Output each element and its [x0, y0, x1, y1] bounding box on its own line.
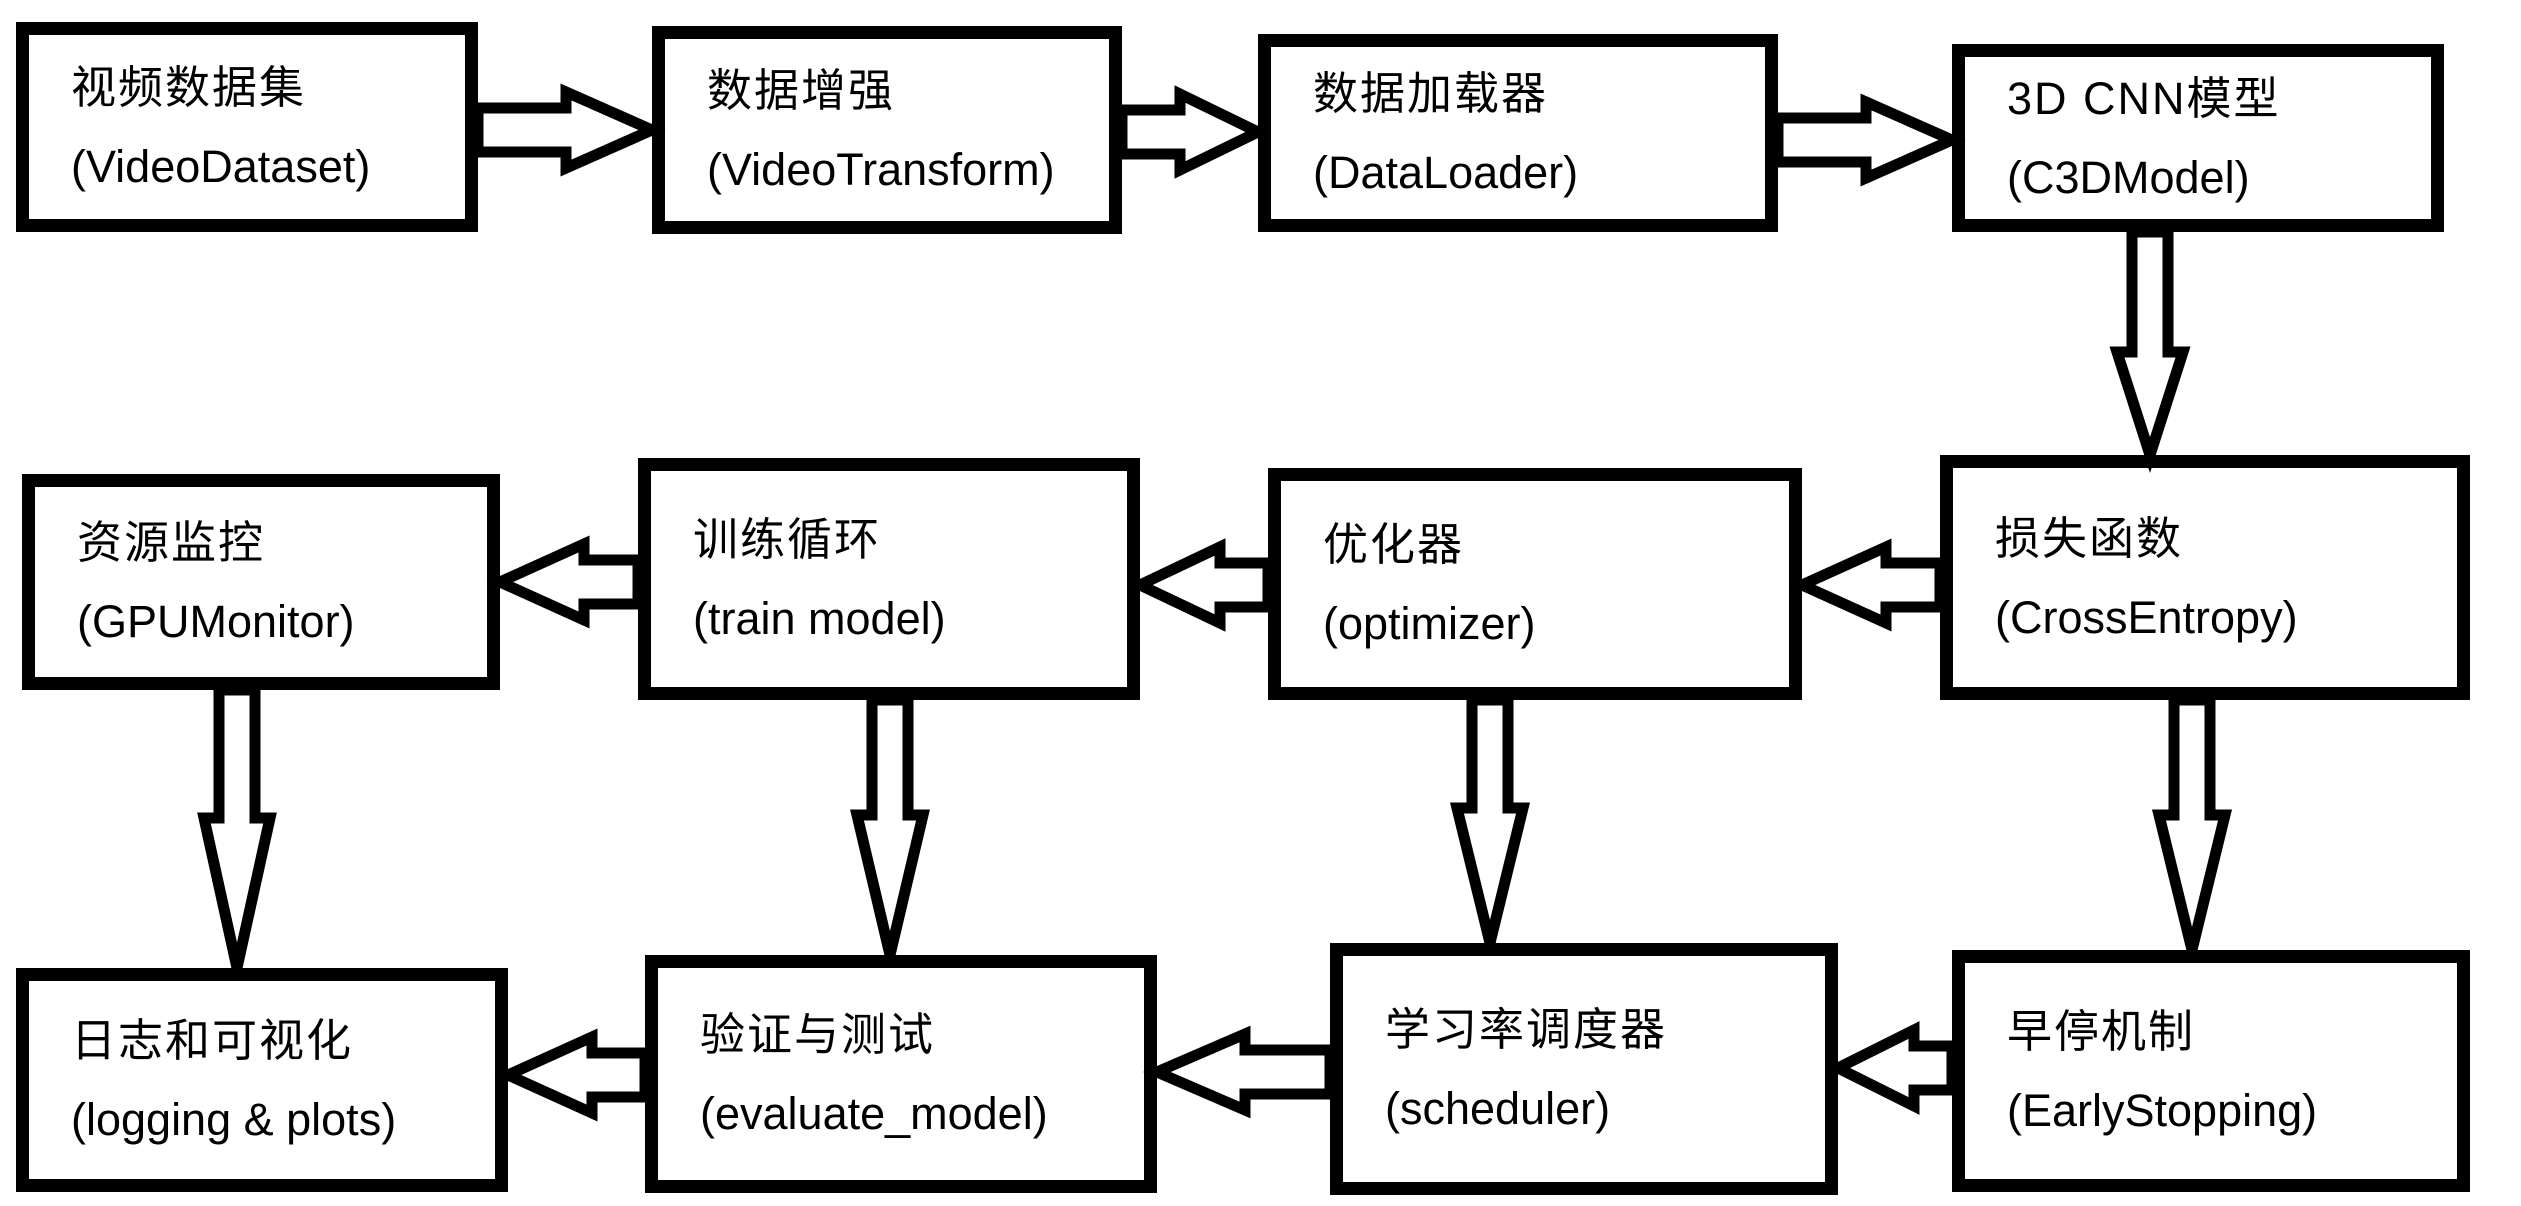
node-label-zh: 学习率调度器 — [1385, 1004, 1668, 1055]
node-label-en: (train model) — [693, 593, 946, 644]
arrow-optimizer-to-train-icon — [1127, 538, 1274, 632]
node-label-zh: 数据加载器 — [1313, 68, 1549, 119]
node-label-zh: 日志和可视化 — [71, 1015, 354, 1066]
node-early-stopping: 早停机制 (EarlyStopping) — [1952, 950, 2470, 1192]
node-label-en: (scheduler) — [1385, 1083, 1611, 1134]
arrow-dataset-to-transform-icon — [472, 83, 666, 177]
node-train-loop: 训练循环 (train model) — [638, 458, 1140, 700]
node-label-en: (C3DModel) — [2007, 152, 2250, 203]
node-label-en: (DataLoader) — [1313, 147, 1579, 198]
arrow-monitor-down-to-logging-icon — [197, 684, 277, 970]
node-label-zh: 视频数据集 — [71, 62, 307, 113]
arrow-scheduler-to-evaluate-icon — [1143, 1025, 1336, 1119]
node-label-en: (GPUMonitor) — [77, 596, 355, 647]
node-logging-plots: 日志和可视化 (logging & plots) — [16, 968, 508, 1192]
node-c3d-model: 3D CNN模型 (C3DModel) — [1952, 44, 2444, 232]
node-label-en: (VideoDataset) — [71, 141, 371, 192]
arrow-train-to-monitor-icon — [486, 535, 644, 629]
arrow-optimizer-down-to-scheduler-icon — [1449, 694, 1531, 945]
arrow-model-down-to-loss-icon — [2109, 226, 2191, 474]
node-video-dataset: 视频数据集 (VideoDataset) — [16, 22, 478, 232]
node-label-zh: 验证与测试 — [700, 1009, 936, 1060]
node-label-zh: 早停机制 — [2007, 1006, 2196, 1057]
node-label-zh: 资源监控 — [77, 517, 266, 568]
node-label-en: (logging & plots) — [71, 1094, 397, 1145]
arrow-loader-to-model-icon — [1772, 93, 1966, 187]
node-video-transform: 数据增强 (VideoTransform) — [652, 26, 1122, 234]
arrow-loss-down-to-earlystop-icon — [2151, 694, 2233, 952]
node-label-zh: 损失函数 — [1995, 512, 2184, 564]
node-label-zh: 3D CNN模型 — [2007, 73, 2281, 124]
node-label-en: (CrossEntropy) — [1995, 591, 2298, 643]
arrow-earlystop-to-scheduler-icon — [1825, 1021, 1958, 1115]
arrow-evaluate-to-logging-icon — [494, 1028, 651, 1122]
node-label-zh: 数据增强 — [707, 65, 896, 116]
node-label-zh: 训练循环 — [693, 514, 882, 565]
node-evaluate-model: 验证与测试 (evaluate_model) — [645, 955, 1157, 1193]
node-loss-function: 损失函数 (CrossEntropy) — [1940, 455, 2470, 700]
node-optimizer: 优化器 (optimizer) — [1268, 468, 1802, 700]
node-scheduler: 学习率调度器 (scheduler) — [1330, 943, 1838, 1195]
arrow-train-down-to-evaluate-icon — [850, 694, 930, 957]
node-label-en: (optimizer) — [1323, 598, 1536, 649]
node-label-zh: 优化器 — [1323, 519, 1465, 570]
node-label-en: (EarlyStopping) — [2007, 1085, 2318, 1136]
node-data-loader: 数据加载器 (DataLoader) — [1258, 34, 1778, 232]
node-label-en: (VideoTransform) — [707, 144, 1055, 195]
arrow-transform-to-loader-icon — [1116, 85, 1271, 179]
arrow-loss-to-optimizer-icon — [1788, 538, 1946, 632]
node-gpu-monitor: 资源监控 (GPUMonitor) — [22, 474, 500, 690]
node-label-en: (evaluate_model) — [700, 1088, 1048, 1139]
